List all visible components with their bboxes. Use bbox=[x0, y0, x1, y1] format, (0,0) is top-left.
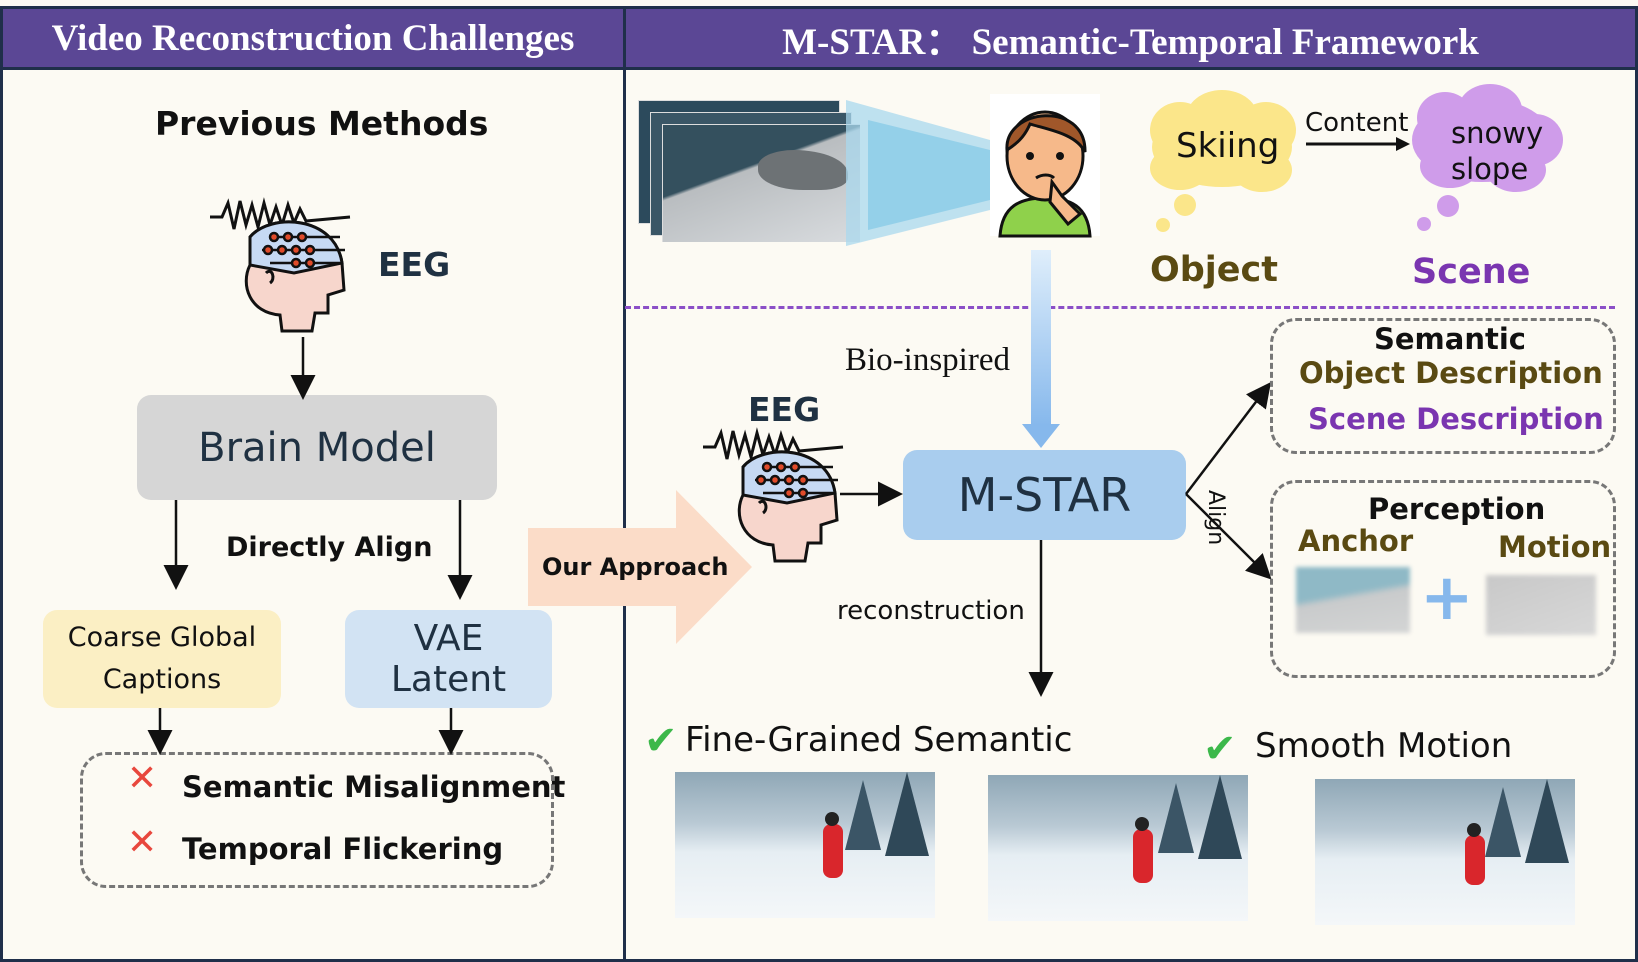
slope-label: slope bbox=[1451, 152, 1529, 186]
bio-inspired-label: Bio-inspired bbox=[845, 342, 1010, 378]
perception-title: Perception bbox=[1368, 492, 1546, 526]
perception-box bbox=[1270, 480, 1616, 678]
semantic-title: Semantic bbox=[1374, 322, 1526, 356]
previous-methods-title: Previous Methods bbox=[155, 104, 489, 143]
check-icon: ✔ bbox=[1203, 726, 1237, 772]
section-divider bbox=[625, 306, 1615, 309]
reconstructed-frame-3 bbox=[1315, 779, 1575, 925]
semantic-box bbox=[1270, 318, 1616, 454]
vae-latent-box: VAE Latent bbox=[345, 610, 552, 708]
brain-model-label: Brain Model bbox=[198, 424, 436, 471]
temporal-flickering-label: Temporal Flickering bbox=[182, 832, 504, 866]
latent-label: Latent bbox=[390, 659, 507, 700]
skiing-label: Skiing bbox=[1176, 126, 1280, 166]
reconstructed-frame-1 bbox=[675, 772, 935, 918]
vae-label: VAE bbox=[413, 618, 484, 659]
mstar-label: M-STAR bbox=[957, 468, 1132, 522]
motion-frame-image bbox=[1486, 575, 1596, 635]
video-frames-image bbox=[638, 100, 860, 242]
plus-icon: + bbox=[1420, 561, 1474, 635]
semantic-misalignment-label: Semantic Misalignment bbox=[182, 770, 566, 804]
reconstructed-frame-2 bbox=[988, 775, 1248, 921]
right-header: M-STAR： Semantic-Temporal Framework bbox=[623, 6, 1638, 70]
object-label: Object bbox=[1150, 250, 1279, 290]
anchor-frame-image bbox=[1296, 567, 1410, 633]
eeg-label-left: EEG bbox=[378, 245, 451, 284]
anchor-label: Anchor bbox=[1298, 524, 1414, 558]
mstar-box: M-STAR bbox=[903, 450, 1186, 540]
smooth-motion-label: Smooth Motion bbox=[1255, 726, 1513, 766]
our-approach-label: Our Approach bbox=[542, 553, 729, 581]
left-header: Video Reconstruction Challenges bbox=[0, 6, 626, 70]
align-label: Align bbox=[1203, 490, 1228, 546]
reconstruction-label: reconstruction bbox=[837, 596, 1025, 626]
motion-label: Motion bbox=[1498, 530, 1612, 564]
snowy-label: snowy bbox=[1451, 116, 1544, 150]
check-icon: ✔ bbox=[644, 718, 678, 764]
coarse-captions-label: Coarse Global Captions bbox=[67, 622, 257, 695]
directly-align-label: Directly Align bbox=[226, 532, 433, 563]
content-label: Content bbox=[1305, 108, 1409, 138]
coarse-captions-box: Coarse Global Captions bbox=[43, 610, 281, 708]
fine-grained-label: Fine-Grained Semantic bbox=[685, 720, 1073, 760]
issues-box bbox=[80, 752, 554, 888]
cross-icon: ✕ bbox=[127, 758, 158, 799]
cross-icon: ✕ bbox=[127, 822, 158, 863]
scene-label: Scene bbox=[1412, 252, 1531, 292]
eeg-label-right: EEG bbox=[748, 390, 821, 429]
object-description-label: Object Description bbox=[1299, 356, 1603, 390]
brain-model-box: Brain Model bbox=[137, 395, 497, 500]
scene-description-label: Scene Description bbox=[1308, 402, 1604, 436]
